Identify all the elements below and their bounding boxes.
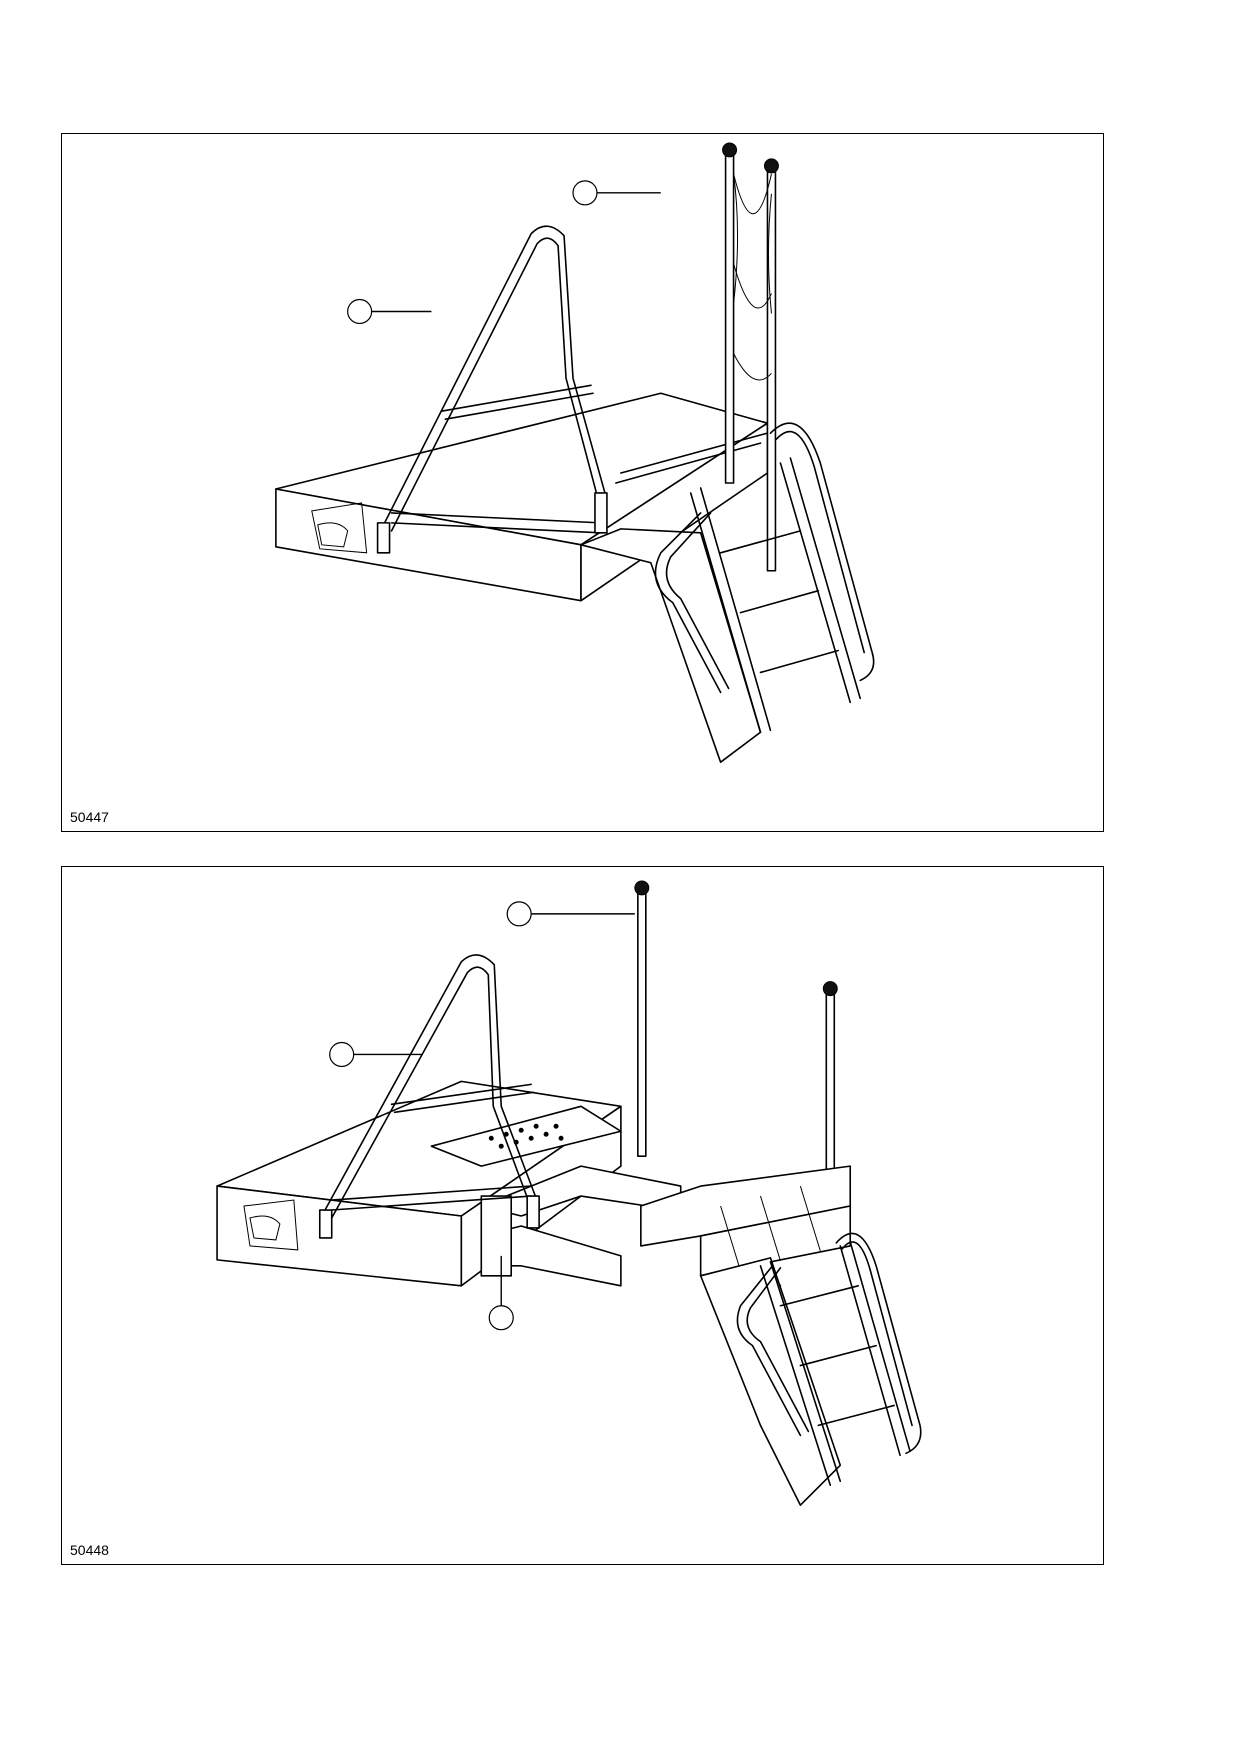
callout-circle xyxy=(488,1305,514,1331)
ladder-support-beam xyxy=(699,1257,842,1506)
figure-number: 50447 xyxy=(70,809,109,825)
perforated-step-plate xyxy=(430,1105,622,1167)
callout-circle xyxy=(572,180,598,206)
callout-circle xyxy=(329,1041,355,1068)
handrail-outer xyxy=(320,954,540,1217)
handrail-outer xyxy=(380,225,606,530)
callout-circle xyxy=(506,901,532,927)
ladder xyxy=(736,1232,922,1487)
stanchion-knob-icon xyxy=(722,142,738,158)
stanchion-knob-icon xyxy=(634,880,650,896)
ladder xyxy=(654,422,875,734)
platform-ladder-assembly-drawing xyxy=(275,142,875,763)
stanchion-left xyxy=(637,891,647,1157)
mounting-bracket xyxy=(480,1195,513,1277)
figure-50447: 50447 xyxy=(61,133,1104,832)
platform-ladder-exploded-drawing xyxy=(216,880,922,1506)
figure-number: 50448 xyxy=(70,1542,109,1558)
figure-50448: 50448 xyxy=(61,866,1104,1565)
stanchion-left xyxy=(724,153,735,484)
callout-circle xyxy=(347,298,373,325)
